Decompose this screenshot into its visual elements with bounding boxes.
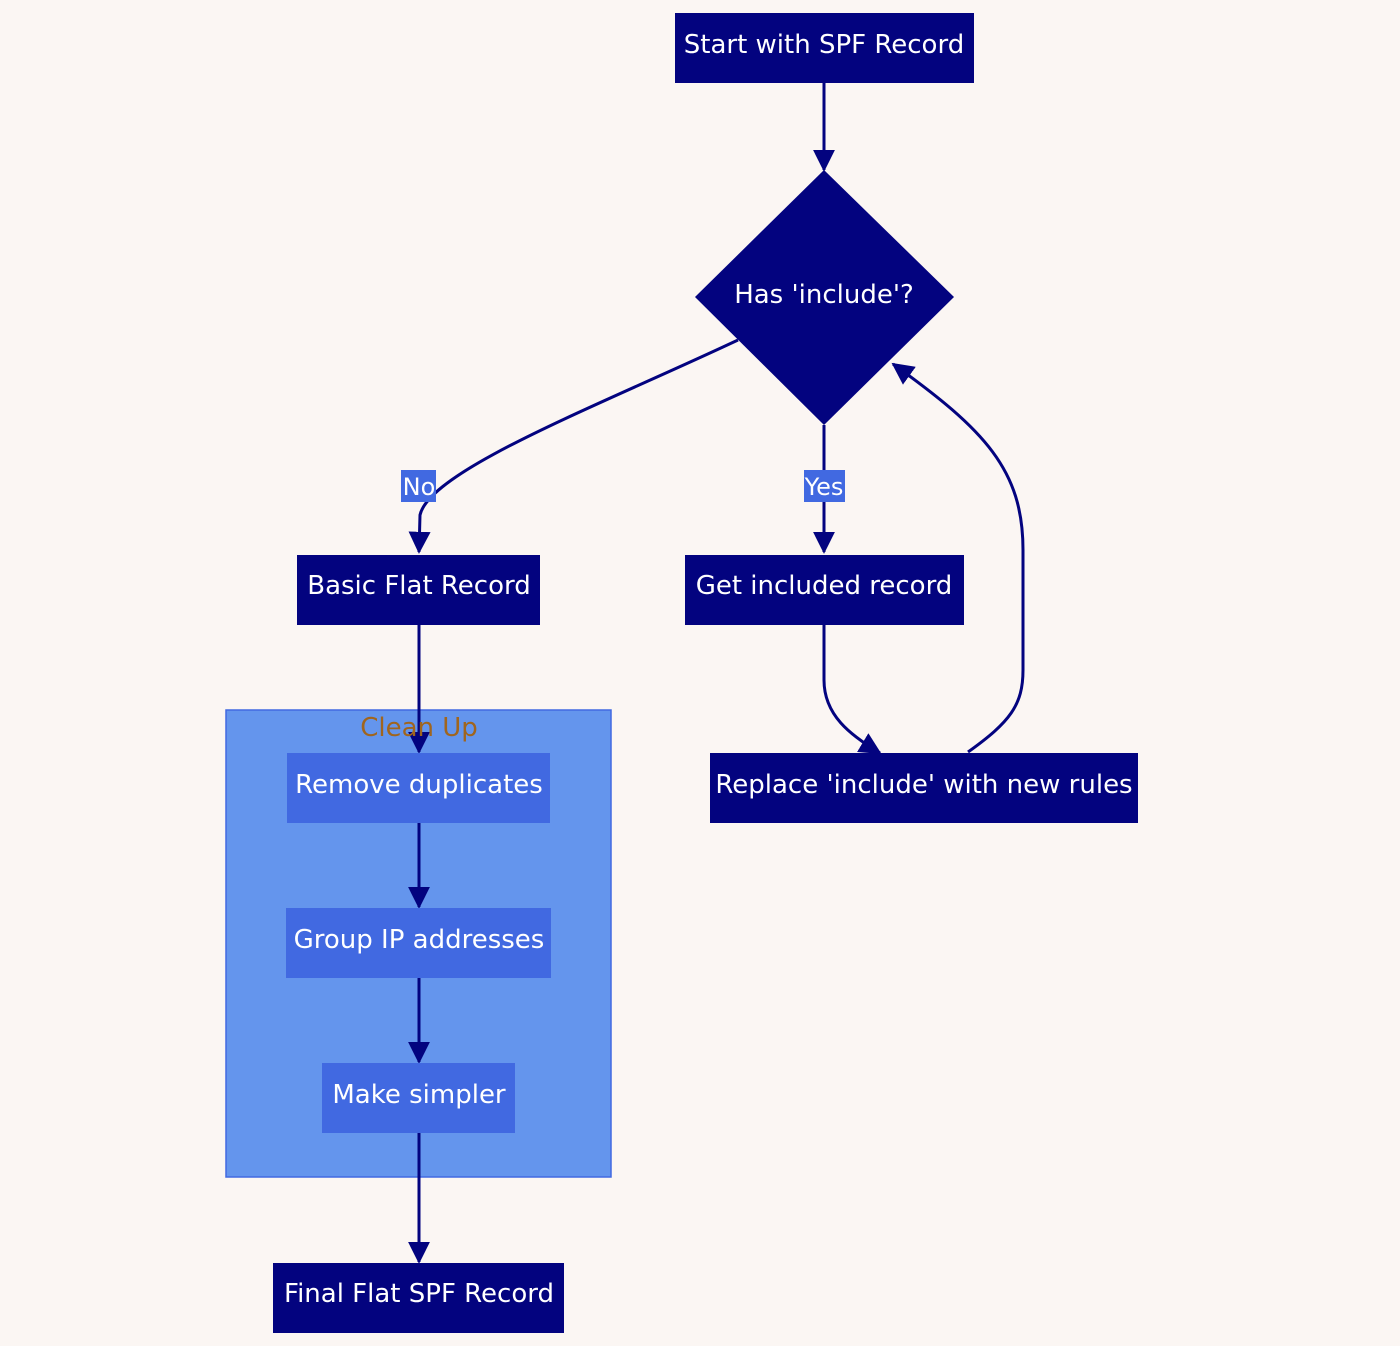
node-group-ip-label: Group IP addresses — [294, 925, 545, 955]
edge-label-no-background — [401, 470, 436, 502]
edges — [408, 83, 1025, 1264]
node-decision[interactable]: Has 'include'? — [695, 170, 954, 425]
node-remove-duplicates[interactable]: Remove duplicates — [287, 753, 550, 823]
edge-replace-to-decision — [891, 362, 1025, 754]
node-final-label: Final Flat SPF Record — [284, 1279, 554, 1309]
node-basic-flat-label: Basic Flat Record — [307, 571, 531, 601]
node-start-box — [675, 13, 974, 83]
node-replace-include-label: Replace 'include' with new rules — [715, 770, 1132, 800]
node-start-label: Start with SPF Record — [684, 30, 964, 60]
node-make-simpler-label: Make simpler — [332, 1080, 506, 1110]
node-remove-duplicates-label: Remove duplicates — [295, 770, 543, 800]
edge-get-included-to-replace — [822, 625, 882, 755]
node-final[interactable]: Final Flat SPF Record — [273, 1263, 564, 1333]
edge-label-yes-text: Yes — [804, 473, 844, 501]
node-decision-diamond — [695, 170, 954, 425]
edge-label-yes: Yes — [804, 470, 845, 502]
edge-label-no: No — [401, 470, 436, 502]
edge-decision-to-basic-flat — [408, 338, 739, 554]
node-make-simpler-box — [322, 1063, 515, 1133]
node-start[interactable]: Start with SPF Record — [675, 13, 974, 83]
node-replace-include-box — [710, 753, 1138, 823]
node-replace-include[interactable]: Replace 'include' with new rules — [710, 753, 1138, 823]
node-decision-label: Has 'include'? — [734, 280, 914, 310]
node-get-included-box — [685, 555, 964, 625]
node-remove-duplicates-box — [287, 753, 550, 823]
node-group-ip[interactable]: Group IP addresses — [286, 908, 551, 978]
node-get-included[interactable]: Get included record — [685, 555, 964, 625]
node-basic-flat-box — [297, 555, 540, 625]
node-make-simpler[interactable]: Make simpler — [322, 1063, 515, 1133]
edge-label-yes-background — [804, 470, 845, 502]
node-final-box — [273, 1263, 564, 1333]
node-group-ip-box — [286, 908, 551, 978]
node-get-included-label: Get included record — [696, 571, 953, 601]
cluster-title: Clean Up — [360, 713, 478, 743]
edge-label-no-text: No — [403, 473, 436, 501]
node-basic-flat[interactable]: Basic Flat Record — [297, 555, 540, 625]
